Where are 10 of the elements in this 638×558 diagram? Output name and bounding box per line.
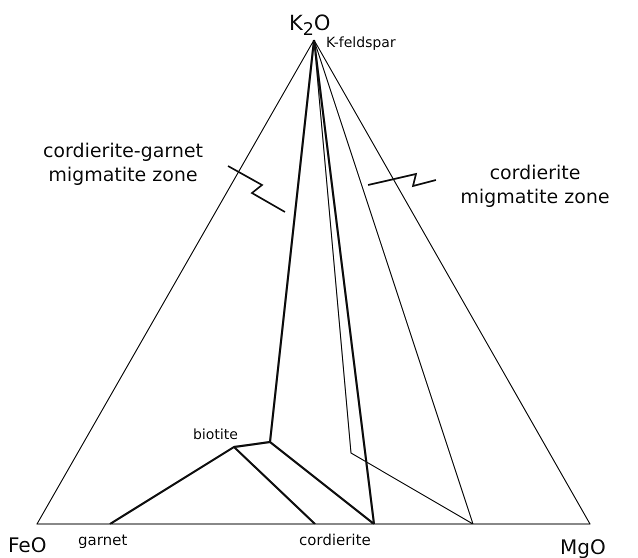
- oxide-label: FeO: [8, 534, 46, 556]
- leader-line: [228, 165, 286, 213]
- mineral-label: K-feldspar: [326, 36, 396, 52]
- oxide-label: MgO: [560, 536, 606, 558]
- mineral-label: cordierite: [299, 532, 371, 548]
- mineral-label: garnet: [78, 532, 128, 548]
- mineral-label: biotite: [193, 428, 238, 444]
- leader-line: [368, 172, 436, 188]
- zone-label: cordierite migmatite zone: [440, 162, 630, 210]
- zone-label: cordierite-garnet migmatite zone: [8, 140, 238, 188]
